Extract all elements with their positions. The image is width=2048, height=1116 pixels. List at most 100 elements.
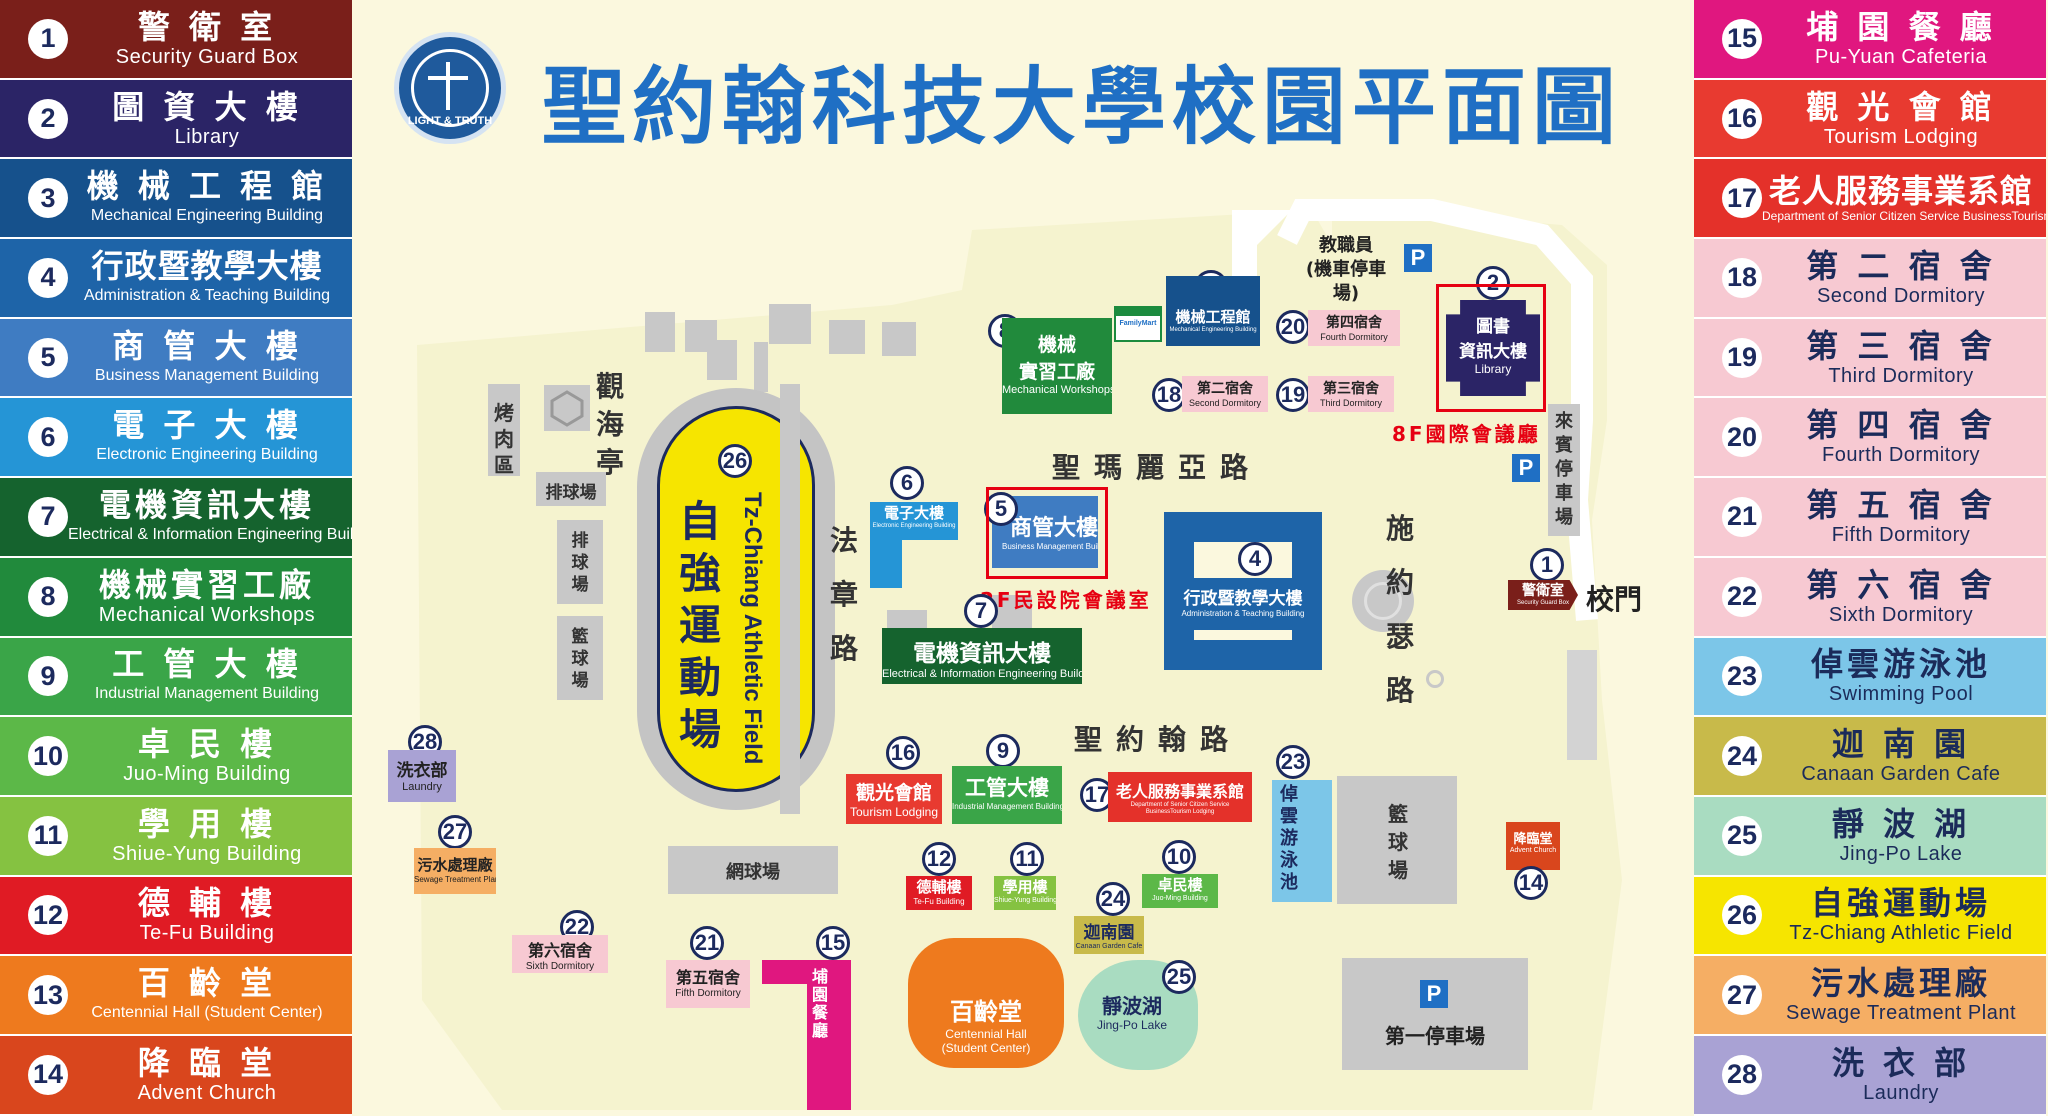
electronic-engineering-building[interactable]: 電子大樓 Electronic Engineering Building [870, 502, 958, 540]
fountain-ring [1364, 582, 1402, 620]
dorm21-zh: 第五宿舍 [675, 968, 740, 987]
security-guard-box[interactable]: 警衛室 Security Guard Box [1508, 580, 1578, 610]
legend-english-name: Mechanical Workshops [98, 603, 316, 626]
volleyball-label-2: 排球場 [571, 531, 589, 595]
familymart[interactable]: FamilyMart [1114, 306, 1162, 342]
eie-en: Electrical & Information Engineering Bui… [882, 668, 1082, 680]
second-dormitory[interactable]: 第二宿舍 Second Dormitory [1182, 376, 1268, 412]
legend-chinese-name: 卓 民 樓 [137, 726, 277, 764]
mechanical-workshops[interactable]: 機械 實習工廠 Mechanical Workshops [1002, 318, 1112, 414]
legend-number-badge: 9 [28, 656, 68, 697]
legend-chinese-name: 學 用 樓 [137, 805, 277, 843]
juo-ming-building[interactable]: 卓民樓 Juo-Ming Building [1142, 874, 1218, 908]
canaan-garden[interactable]: 迦南園 Canaan Garden Cafe [1074, 916, 1144, 954]
legend-number-badge: 21 [1722, 496, 1762, 537]
laundry[interactable]: 洗衣部 Laundry [388, 750, 456, 802]
im-en: Industrial Management Building [952, 802, 1062, 811]
highlight-business-building [986, 487, 1108, 579]
te-fu-building[interactable]: 德輔樓 Te-Fu Building [906, 876, 972, 910]
gray-block [769, 304, 811, 344]
road-saint-mary: 聖瑪麗亞路 [1052, 451, 1263, 484]
track-stand [780, 384, 800, 814]
legend-english-name: Tourism Lodging [1823, 125, 1979, 148]
tourism-lodging[interactable]: 觀光會館 Tourism Lodging [846, 774, 942, 824]
marker-4: 4 [1238, 542, 1272, 576]
electrical-information-building[interactable]: 電機資訊大樓 Electrical & Information Engineer… [882, 628, 1082, 684]
library-building[interactable]: 圖書 資訊大樓 Library [1446, 300, 1540, 396]
legend-english-name: Electronic Engineering Building [96, 446, 318, 464]
industrial-management-building[interactable]: 工管大樓 Industrial Management Building [952, 766, 1062, 824]
sewage-en: Sewage Treatment Plant [414, 875, 496, 884]
marker-1: 1 [1530, 548, 1564, 582]
third-dormitory[interactable]: 第三宿舍 Third Dormitory [1308, 376, 1394, 412]
marker-19: 19 [1276, 378, 1310, 412]
senior-citizen-service-building[interactable]: 老人服務事業系館 Department of Senior Citizen Se… [1108, 772, 1252, 822]
fourth-dormitory[interactable]: 第四宿舍 Fourth Dormitory [1308, 310, 1400, 346]
tennis-label: 網球場 [726, 862, 780, 883]
shiue-yung-building[interactable]: 學用樓 Shiue-Yung Building [994, 876, 1056, 910]
legend-english-name: Centennial Hall (Student Center) [91, 1004, 323, 1022]
seal-text: LIGHT & TRUTH [407, 115, 493, 127]
legend-number-badge: 3 [28, 178, 68, 219]
admin-label-band: 行政暨教學大樓 Administration & Teaching Buildi… [1164, 578, 1322, 630]
fifth-dormitory[interactable]: 第五宿舍 Fifth Dormitory [666, 960, 750, 1008]
marker-5: 5 [984, 492, 1018, 526]
bbq-area [488, 384, 520, 476]
centennial-hall[interactable]: 百齡堂 Centennial Hall (Student Center) [908, 938, 1064, 1068]
dorm18-en: Second Dormitory [1188, 398, 1262, 408]
legend-chinese-name: 老人服務事業系館 [1768, 173, 2033, 211]
swimming-pool[interactable]: 倬雲游泳池 [1272, 780, 1332, 902]
legend-number-badge: 26 [1722, 895, 1762, 936]
workshop-en: Mechanical Workshops [1002, 384, 1112, 396]
pu-yuan-cafeteria[interactable]: 埔園餐廳 [807, 960, 851, 1110]
advent-church[interactable]: 降臨堂 Advent Church [1506, 822, 1560, 870]
mechanical-engineering-building[interactable]: 機械工程館 Mechanical Engineering Building [1166, 276, 1260, 346]
juoming-en: Juo-Ming Building [1152, 895, 1208, 902]
road-fazhang: 法章路 [829, 524, 858, 665]
sixth-dormitory[interactable]: 第六宿舍 Sixth Dormitory [512, 935, 608, 973]
legend-number-badge: 17 [1722, 178, 1762, 219]
canaan-zh: 迦南園 [1083, 923, 1135, 943]
sewage-plant[interactable]: 污水處理廠 Sewage Treatment Plant [414, 848, 496, 894]
mech-eng-en: Mechanical Engineering Building [1169, 327, 1257, 333]
business-management-building[interactable]: 商管大樓 Business Management Building [992, 496, 1098, 568]
legend-english-name: Third Dormitory [1828, 364, 1974, 387]
bbq-label: 烤肉區 [494, 401, 514, 477]
legend-english-name: Canaan Garden Cafe [1801, 763, 2001, 786]
legend-chinese-name: 靜 波 湖 [1831, 805, 1971, 843]
legend-number-badge: 12 [28, 895, 68, 936]
